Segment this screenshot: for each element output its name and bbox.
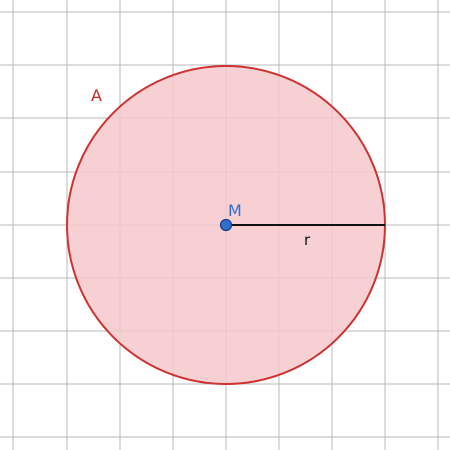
radius-label: r	[304, 231, 311, 249]
center-label: M	[228, 201, 242, 220]
area-label: A	[91, 86, 102, 105]
center-point	[219, 218, 233, 232]
